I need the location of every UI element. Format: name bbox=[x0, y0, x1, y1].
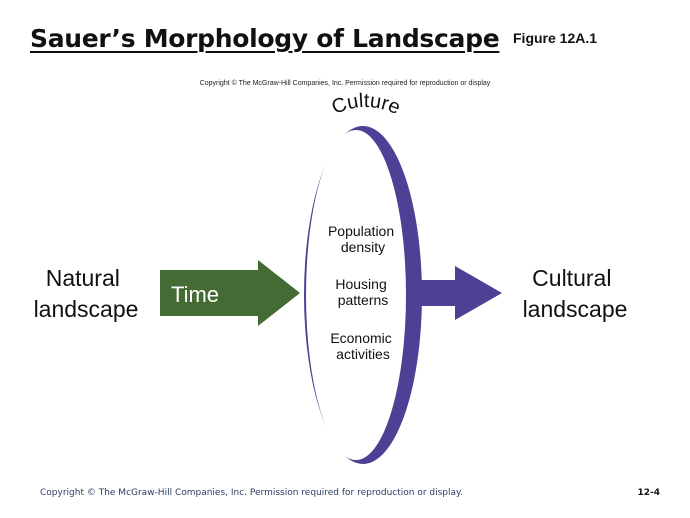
copyright-notice-top: Copyright © The McGraw-Hill Companies, I… bbox=[199, 80, 491, 87]
cultural-landscape-label: Cultural landscape bbox=[523, 265, 628, 322]
figure-label: Figure 12A.1 bbox=[513, 30, 598, 46]
culture-label: Culture bbox=[329, 90, 404, 119]
time-label: Time bbox=[171, 282, 219, 307]
culture-ellipse-inner bbox=[306, 130, 406, 460]
natural-landscape-label: Natural landscape bbox=[34, 265, 139, 322]
factor-economic-activities: Economic activities bbox=[330, 330, 395, 362]
time-arrow bbox=[160, 260, 300, 326]
cultural-output-arrow bbox=[418, 266, 502, 320]
slide-title: Sauer’s Morphology of Landscape bbox=[30, 24, 500, 53]
factor-housing-patterns: Housing patterns bbox=[335, 276, 390, 308]
footer-copyright: Copyright © The McGraw-Hill Companies, I… bbox=[40, 488, 463, 498]
page-number: 12-4 bbox=[637, 488, 660, 498]
factor-population-density: Population density bbox=[328, 223, 398, 255]
